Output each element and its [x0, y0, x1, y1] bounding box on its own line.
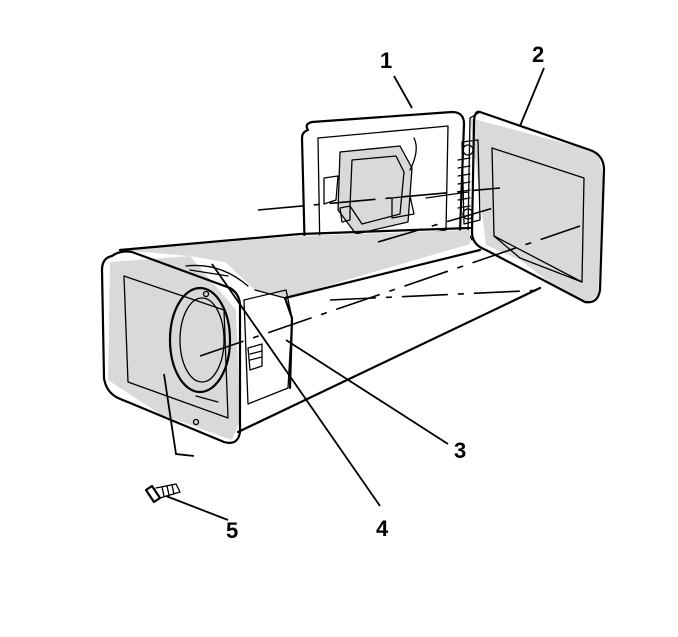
- front-bezel: [100, 250, 249, 444]
- leader-4: [211, 263, 381, 507]
- leader-lines: [163, 67, 545, 521]
- duct-body: [118, 226, 542, 434]
- hinge-spring: [425, 139, 481, 225]
- door-panel: [300, 110, 466, 270]
- callout-4: 4: [376, 516, 389, 541]
- alignment-lines: [199, 187, 581, 357]
- callout-5: 5: [226, 518, 238, 543]
- side-bracket: [243, 289, 293, 405]
- callout-2: 2: [532, 42, 544, 67]
- callout-3: 3: [454, 438, 466, 463]
- screw-fastener: [144, 483, 181, 504]
- callout-1: 1: [380, 48, 392, 73]
- leader-3: [285, 339, 449, 445]
- leader-1: [393, 75, 413, 109]
- leader-5: [165, 495, 229, 521]
- leader-2: [519, 67, 545, 127]
- callout-labels: 1 2 3 4 5: [226, 42, 544, 543]
- rear-housing-frame: [467, 110, 606, 304]
- leader-5-bracket: [163, 373, 195, 457]
